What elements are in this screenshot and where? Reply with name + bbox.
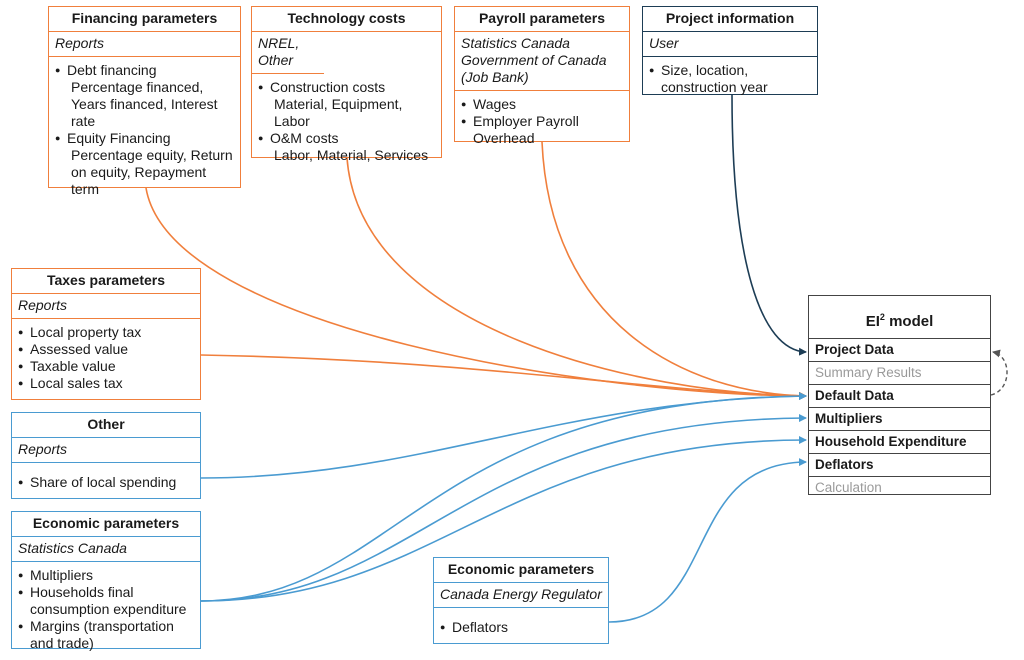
taxes-item-sales: Local sales tax: [18, 375, 194, 392]
model-row-project-data: Project Data: [809, 339, 990, 362]
item-detail: Labor, Material, Services: [274, 147, 429, 163]
item-label: Taxable value: [30, 358, 116, 374]
link-financing-to-default: [145, 187, 807, 400]
link-taxes-to-default: [200, 354, 807, 400]
technology-costs-box: Technology costs NREL, Other Constructio…: [251, 6, 442, 163]
item-label: Size, location, construction year: [661, 62, 768, 95]
model-row-multipliers: Multipliers: [809, 408, 990, 431]
link-technology-to-default: [346, 157, 807, 400]
model-title-main: EI: [865, 313, 880, 330]
link-economic-to-multipliers: [200, 414, 807, 602]
financing-item-debt: Debt financing Percentage financed, Year…: [55, 62, 234, 130]
financing-source: Reports: [49, 32, 240, 57]
economic-sc-item-margins: Margins (transportation and trade): [18, 618, 194, 652]
project-title: Project information: [643, 7, 817, 32]
technology-title: Technology costs: [252, 7, 441, 32]
economic-sc-items: Multipliers Households final consumption…: [12, 562, 200, 656]
economic-sc-item-household: Households final consumption expenditure: [18, 584, 194, 618]
technology-source: NREL, Other: [252, 32, 324, 74]
economic-cer-title: Economic parameters: [434, 558, 608, 583]
item-label: Multipliers: [30, 567, 94, 583]
financing-items: Debt financing Percentage financed, Year…: [49, 57, 240, 202]
taxes-item-property: Local property tax: [18, 324, 194, 341]
link-dashed-loop: [990, 349, 1008, 396]
economic-parameters-cer-box: Economic parameters Canada Energy Regula…: [433, 557, 609, 644]
link-economic-to-household: [200, 436, 807, 602]
taxes-source: Reports: [12, 294, 200, 319]
item-label: Assessed value: [30, 341, 129, 357]
payroll-item-wages: Wages: [461, 96, 623, 113]
item-label: Margins (transportation and trade): [30, 618, 174, 651]
link-economic-to-default: [200, 392, 807, 602]
economic-cer-items: Deflators: [434, 608, 608, 640]
economic-sc-item-multipliers: Multipliers: [18, 567, 194, 584]
economic-sc-source: Statistics Canada: [12, 537, 200, 562]
item-label: Equity Financing: [67, 130, 171, 146]
item-label: Households final consumption expenditure: [30, 584, 187, 617]
other-source: Reports: [12, 438, 200, 463]
item-label: Deflators: [452, 619, 509, 635]
payroll-items: Wages Employer Payroll Overhead: [455, 91, 629, 151]
project-information-box: Project information User Size, location,…: [642, 6, 818, 95]
financing-item-equity: Equity Financing Percentage equity, Retu…: [55, 130, 234, 198]
item-detail: Percentage financed, Years financed, Int…: [71, 79, 218, 129]
taxes-title: Taxes parameters: [12, 269, 200, 294]
item-detail: Percentage equity, Return on equity, Rep…: [71, 147, 233, 197]
economic-cer-source: Canada Energy Regulator: [434, 583, 608, 608]
link-other-to-default: [200, 392, 807, 479]
taxes-items: Local property tax Assessed value Taxabl…: [12, 319, 200, 396]
item-label: Local property tax: [30, 324, 142, 340]
payroll-item-overhead: Employer Payroll Overhead: [461, 113, 623, 147]
payroll-source: Statistics Canada Government of Canada (…: [455, 32, 629, 91]
taxes-item-assessed: Assessed value: [18, 341, 194, 358]
financing-title: Financing parameters: [49, 7, 240, 32]
ei2-model-box: EI2 model Project Data Summary Results D…: [808, 295, 991, 495]
payroll-parameters-box: Payroll parameters Statistics Canada Gov…: [454, 6, 630, 146]
other-item-share: Share of local spending: [18, 474, 194, 491]
technology-item-construction: Construction costs Material, Equipment, …: [258, 79, 435, 130]
model-row-default-data: Default Data: [809, 385, 990, 408]
technology-item-om: O&M costs Labor, Material, Services: [258, 130, 435, 164]
model-row-deflators: Deflators: [809, 454, 990, 477]
item-label: Employer Payroll Overhead: [473, 113, 579, 146]
model-title-rest: model: [884, 313, 934, 330]
item-label: Debt financing: [67, 62, 157, 78]
economic-cer-item-deflators: Deflators: [440, 619, 602, 636]
model-row-calculation: Calculation: [815, 480, 882, 495]
project-source: User: [643, 32, 817, 57]
project-item-size: Size, location, construction year: [649, 62, 811, 96]
model-row-summary-results: Summary Results: [809, 362, 990, 385]
item-label: O&M costs: [270, 130, 339, 146]
item-label: Construction costs: [270, 79, 386, 95]
financing-parameters-box: Financing parameters Reports Debt financ…: [48, 6, 241, 197]
other-title: Other: [12, 413, 200, 438]
payroll-title: Payroll parameters: [455, 7, 629, 32]
model-title: EI2 model: [809, 296, 990, 339]
taxes-parameters-box: Taxes parameters Reports Local property …: [11, 268, 201, 400]
item-label: Wages: [473, 96, 517, 112]
item-label: Share of local spending: [30, 474, 177, 490]
link-project-to-projectdata: [731, 94, 807, 356]
economic-sc-title: Economic parameters: [12, 512, 200, 537]
taxes-item-taxable: Taxable value: [18, 358, 194, 375]
project-items: Size, location, construction year: [643, 57, 817, 100]
economic-parameters-statcan-box: Economic parameters Statistics Canada Mu…: [11, 511, 201, 651]
other-box: Other Reports Share of local spending: [11, 412, 201, 499]
item-detail: Material, Equipment, Labor: [274, 96, 403, 129]
item-label: Local sales tax: [30, 375, 123, 391]
other-items: Share of local spending: [12, 463, 200, 495]
model-title-sup: 2: [879, 312, 885, 322]
model-row-household-expenditure: Household Expenditure: [809, 431, 990, 454]
link-payroll-to-default: [541, 141, 807, 400]
technology-items: Construction costs Material, Equipment, …: [252, 74, 441, 168]
link-cer-to-deflators: [608, 458, 807, 623]
